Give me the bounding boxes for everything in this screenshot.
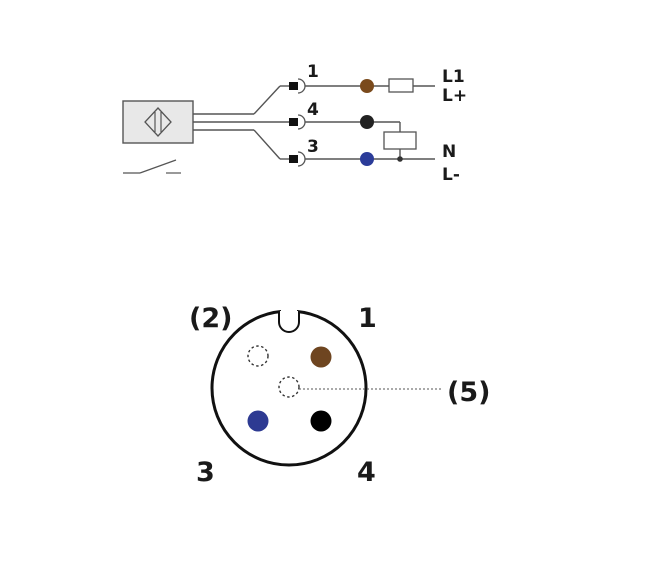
switch-symbol (123, 159, 181, 174)
wire-color-dot-black (360, 115, 374, 129)
pin-3-blue (247, 410, 269, 432)
load-icon (383, 131, 417, 150)
wire-pin-1: 1 (289, 62, 435, 94)
connector-label-pin5: (5) (447, 377, 490, 408)
terminal-label-l1: L1 (442, 67, 465, 87)
wire-color-dot-brown (360, 79, 374, 93)
keying-notch (278, 311, 300, 333)
fuse-icon (388, 78, 414, 93)
wire-pin-3: 3 (289, 137, 435, 167)
pin-4-black (310, 410, 332, 432)
connector-labels: (2) 1 (5) 3 4 (189, 303, 490, 488)
socket-contact-icon (297, 151, 306, 167)
pin-label-3: 3 (307, 137, 319, 157)
plug-contact-icon (289, 82, 298, 90)
plug-contact-icon (289, 155, 298, 163)
terminal-label-lminus: L- (442, 165, 460, 185)
socket-contact-icon (297, 114, 306, 130)
keying-notch-gap (281, 308, 297, 313)
pin-2-unused (247, 345, 269, 367)
pin-1-brown (310, 346, 332, 368)
sensor-body (122, 100, 194, 144)
pin-label-4: 4 (307, 100, 319, 120)
plug-contact-icon (289, 118, 298, 126)
terminal-label-lplus: L+ (442, 86, 467, 106)
pin-5-unused (278, 376, 300, 398)
connector-label-pin3: 3 (196, 457, 215, 488)
junction-dot (397, 156, 403, 162)
pin-label-1: 1 (307, 62, 319, 82)
connector-label-pin1: 1 (358, 303, 377, 334)
connector-label-pin4: 4 (357, 457, 376, 488)
terminal-label-n: N (442, 142, 456, 162)
wire-pin-4: 4 (289, 100, 401, 132)
inductive-sensor-icon (144, 107, 172, 137)
connector-outline (210, 309, 368, 467)
socket-contact-icon (297, 78, 306, 94)
terminal-labels: L1 L+ N L- (442, 67, 467, 185)
connector-label-pin2: (2) (189, 303, 232, 334)
cable-wires (193, 85, 289, 160)
connector-face (210, 308, 443, 467)
wire-color-dot-blue (360, 152, 374, 166)
